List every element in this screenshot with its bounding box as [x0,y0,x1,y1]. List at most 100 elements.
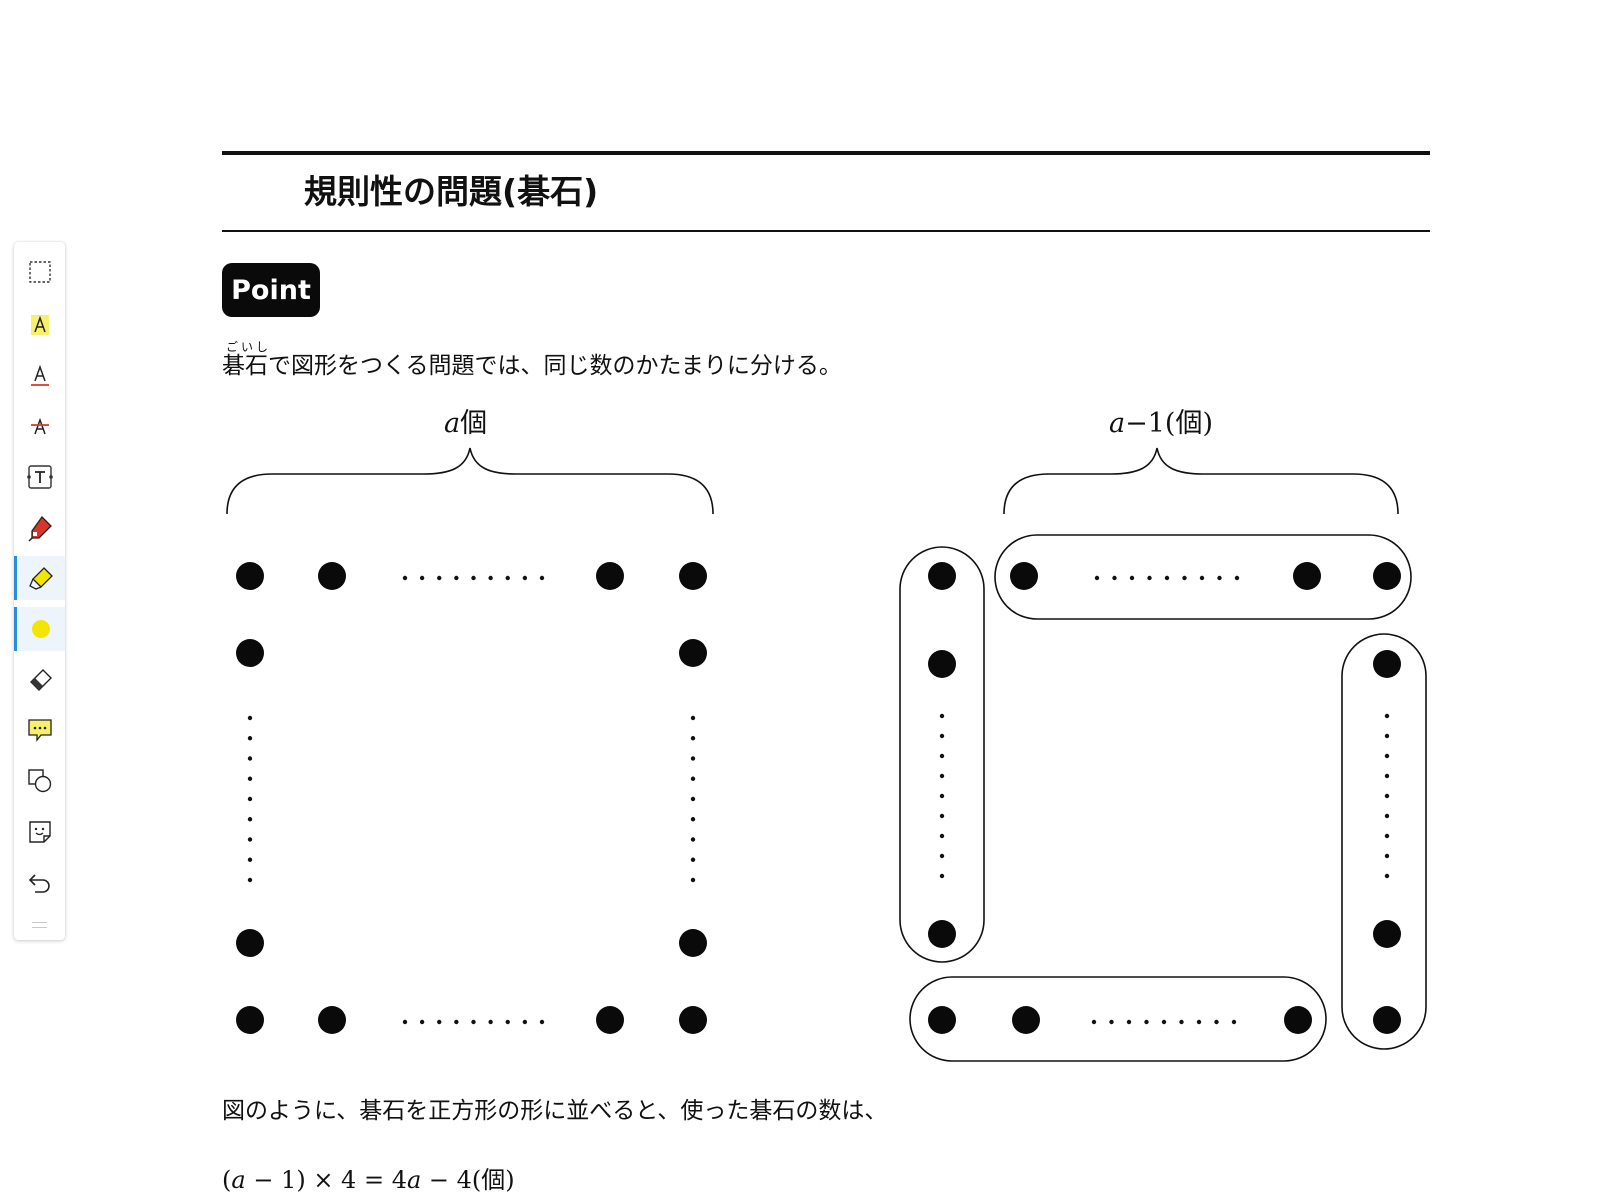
ellipsis-dot [1384,773,1390,779]
text-highlight-icon [30,315,49,335]
intro-text: 碁石で図形をつくる問題では、同じ数のかたまりに分ける。 [222,353,842,379]
ellipsis-dot [1196,1019,1202,1025]
select-tool-button[interactable] [14,250,65,294]
description-text: 図のように、碁石を正方形の形に並べると、使った碁石の数は、 [222,1098,888,1124]
ellipsis-dot [1384,813,1390,819]
ellipsis-dot [1384,733,1390,739]
eraser-tool-button[interactable] [14,658,65,702]
go-stone [679,929,707,957]
text-box-icon [26,465,53,489]
text-strikethrough-tool-button[interactable] [14,404,65,448]
go-stone [1284,1006,1312,1034]
go-stone [1373,650,1401,678]
ellipsis-dot [505,1019,510,1025]
ellipsis-dot [419,1019,425,1025]
ellipsis-dot [939,793,945,799]
go-stone [236,562,264,590]
ellipsis-dot [437,1019,442,1025]
ellipsis-dot [1091,1019,1097,1025]
ellipsis-dot [471,1019,476,1025]
sticker-tool-button[interactable] [14,810,65,854]
ellipsis-dot [488,1019,493,1025]
go-stone [1373,920,1401,948]
ellipsis-dot [1384,873,1390,879]
ellipsis-dot [1217,575,1222,581]
ellipsis-dot [539,575,545,581]
ellipsis-dot [454,575,459,581]
ellipsis-dot [402,1019,408,1025]
go-stone [1012,1006,1040,1034]
go-stone [1373,1006,1401,1034]
eraser-icon [29,669,52,691]
furigana-ruby: ごいし [226,340,272,354]
right-label-variable: a [1109,408,1126,439]
highlighter-icon [29,567,53,590]
go-stone [596,1006,624,1034]
ellipsis-dot [419,575,425,581]
color-picker-button[interactable] [14,607,65,651]
group-outline-bottom-row [909,976,1327,1062]
left-label-variable: a [444,408,461,439]
go-stone [928,562,956,590]
ellipsis-dot [247,756,253,761]
undo-button[interactable] [14,861,65,905]
ellipsis-dot [1164,575,1170,581]
header-rule-top [222,151,1430,155]
ellipsis-dot [454,1019,459,1025]
ellipsis-dot [939,733,945,739]
shapes-tool-button[interactable] [14,759,65,803]
pen-tool-button[interactable] [14,506,65,550]
ellipsis-dot [1129,575,1135,581]
ellipsis-dot [247,877,253,883]
ellipsis-dot [471,575,476,581]
undo-icon [28,874,50,893]
go-stone [236,639,264,667]
text-highlight-tool-button[interactable] [14,303,65,347]
ellipsis-dot [690,877,696,883]
left-label-unit: 個 [460,408,488,439]
right-figure-label: a−1(個) [1109,407,1213,441]
text-underline-tool-button[interactable] [14,354,65,398]
formula-open: ( [222,1166,232,1194]
ellipsis-dot [1109,1019,1114,1025]
go-stone [318,562,346,590]
ellipsis-dot [690,715,696,721]
highlighter-tool-button[interactable] [14,556,65,600]
right-label-rest: −1(個) [1125,408,1213,439]
text-strikethrough-icon [30,417,49,435]
ellipsis-dot [1144,1019,1149,1025]
ellipsis-dot [1112,575,1117,581]
ellipsis-dot [690,796,696,802]
ellipsis-dot [690,756,696,761]
ellipsis-dot [437,575,442,581]
ellipsis-dot [539,1019,545,1025]
pen-icon [27,515,52,542]
selection-rect-icon [28,261,51,283]
group-outline-right-column [1341,633,1427,1050]
text-box-tool-button[interactable] [14,455,65,499]
ellipsis-dot [247,837,253,842]
comment-icon [27,719,52,742]
ellipsis-dot [939,833,945,839]
ellipsis-dot [247,796,253,802]
ellipsis-dot [1126,1019,1132,1025]
ellipsis-dot [939,713,945,719]
header-rule-bottom [222,230,1430,232]
ellipsis-dot [488,575,493,581]
go-stone [596,562,624,590]
go-stone [679,639,707,667]
go-stone [928,650,956,678]
page-title: 規則性の問題(碁石) [304,172,599,211]
left-brace [226,447,714,515]
ellipsis-dot [1182,575,1187,581]
ellipsis-dot [402,575,408,581]
ellipsis-dot [1384,713,1390,719]
comment-tool-button[interactable] [14,708,65,752]
toolbar-drag-handle[interactable] [32,922,47,928]
ellipsis-dot [690,817,696,822]
formula-mid: − 1) × 4 = 4 [245,1166,407,1194]
ellipsis-dot [939,813,945,819]
ellipsis-dot [247,776,253,781]
ellipsis-dot [1147,575,1152,581]
stones-layer [236,562,1401,1034]
